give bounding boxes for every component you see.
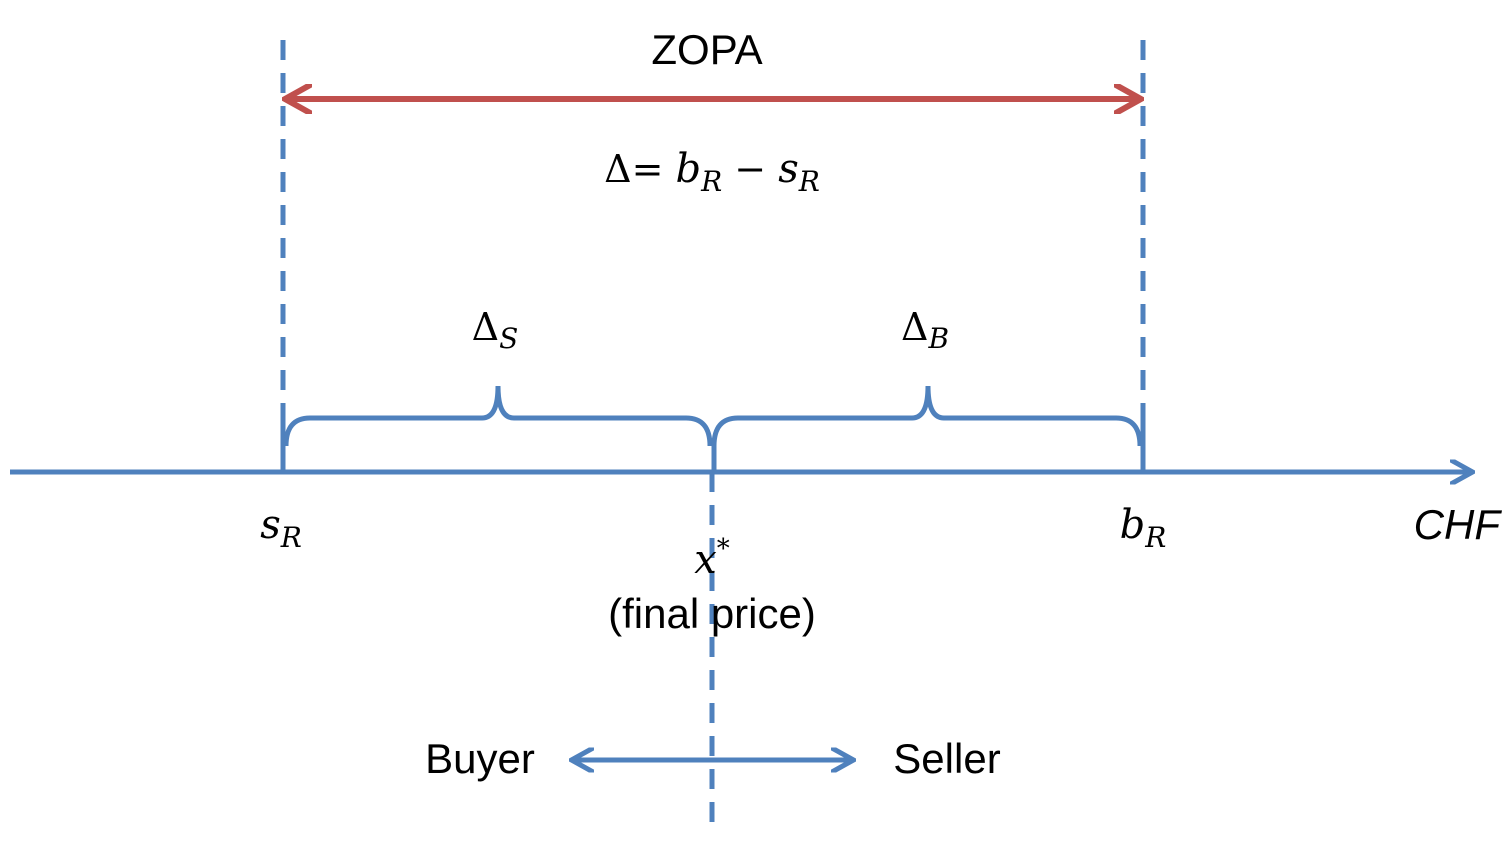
axis-unit-label: CHF bbox=[1414, 501, 1503, 548]
buyer-reservation-label: bR bbox=[1120, 502, 1167, 554]
buyer-surplus-label: ΔB bbox=[901, 305, 949, 355]
buyer-surplus-brace bbox=[711, 385, 1143, 472]
final-price-symbol: x* bbox=[694, 534, 730, 583]
zopa-label: ZOPA bbox=[651, 26, 762, 73]
seller-reservation-label: sR bbox=[260, 502, 302, 554]
seller-surplus-brace bbox=[283, 385, 713, 447]
zopa-formula: Δ= bR − sR bbox=[604, 146, 820, 198]
buyer-label: Buyer bbox=[425, 735, 535, 782]
seller-label: Seller bbox=[893, 735, 1000, 782]
final-price-label: (final price) bbox=[608, 590, 816, 637]
seller-surplus-label: ΔS bbox=[472, 305, 519, 355]
